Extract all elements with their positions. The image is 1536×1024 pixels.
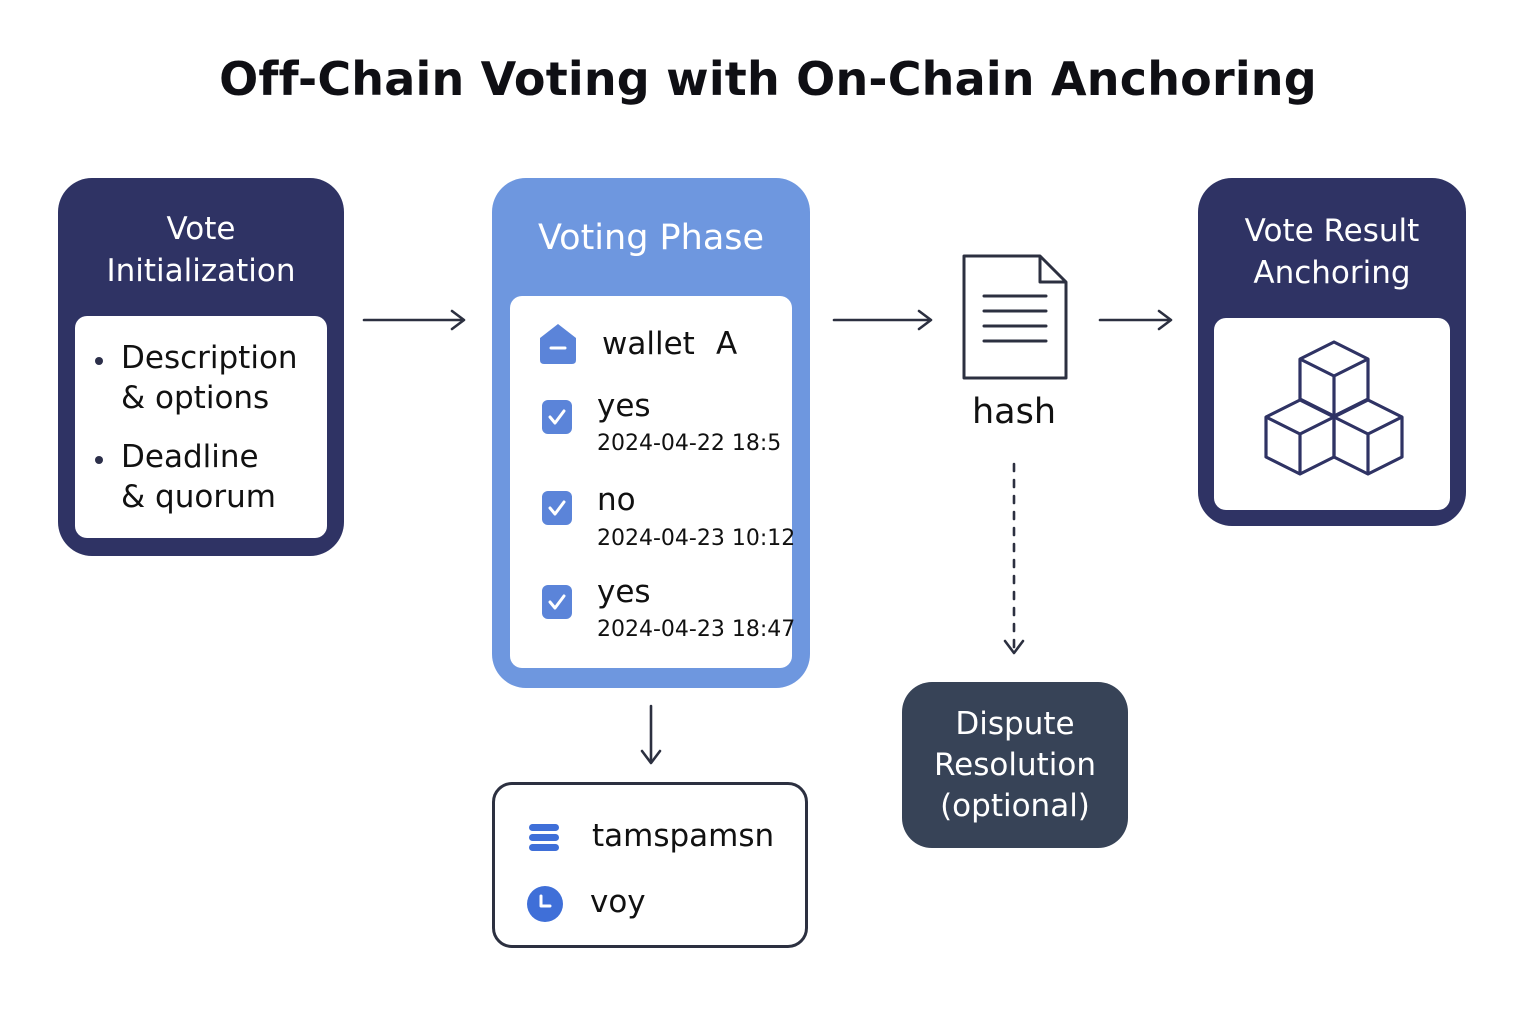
vote-choice: no [597, 482, 636, 518]
anchoring-panel [1214, 318, 1450, 510]
arrow-hash-to-anchor [1098, 309, 1173, 331]
dispute-resolution-box: Dispute Resolution (optional) [902, 682, 1128, 848]
voting-phase-heading: Voting Phase [537, 218, 765, 258]
arrow-init-to-voting [362, 309, 466, 331]
timestamp-storage-box: tamspamsn voy [492, 782, 808, 948]
bullet-icon [95, 456, 103, 464]
vote-timestamp: 2024-04-22 18:5 [597, 431, 782, 456]
dispute-line: (optional) [940, 788, 1090, 824]
checkbox-icon [542, 400, 572, 434]
bullet-icon [95, 357, 103, 365]
list-item-description-cont: & options [121, 380, 270, 416]
vote-timestamp: 2024-04-23 18:47 [597, 617, 796, 642]
diagram-title: Off-Chain Voting with On-Chain Anchoring [219, 52, 1317, 106]
vote-result-anchoring-heading: Vote Result Anchoring [1244, 213, 1420, 291]
vote-choice: yes [597, 388, 651, 424]
vote-initialization-heading: Vote Initialization [106, 211, 296, 289]
blocks-icon [1264, 340, 1404, 476]
arrow-voting-to-storage [640, 704, 662, 765]
wallet-label: wallet [602, 326, 695, 362]
list-item-deadline: Deadline [121, 439, 259, 475]
list-item-description: Description [121, 340, 298, 376]
dispute-line: Dispute [955, 706, 1075, 742]
vote-initialization-list: Description & options Deadline & quorum [75, 316, 327, 538]
hash-label: hash [971, 392, 1057, 432]
voting-phase-box: Voting Phase wallet A yes 2024-04-22 18:… [492, 178, 810, 688]
vote-timestamp: 2024-04-23 10:12 [597, 526, 796, 551]
storage-item-label: voy [590, 884, 646, 920]
arrow-voting-to-hash [832, 309, 933, 331]
vote-result-anchoring-box: Vote Result Anchoring [1198, 178, 1466, 526]
arrow-hash-to-dispute [1003, 462, 1025, 655]
wallet-icon [540, 324, 576, 364]
vote-choice: yes [597, 574, 651, 610]
checkbox-icon [542, 585, 572, 619]
wallet-id: A [716, 326, 738, 362]
voting-phase-panel: wallet A yes 2024-04-22 18:5 no 2024-04-… [510, 296, 796, 668]
dispute-line: Resolution [934, 747, 1096, 783]
vote-initialization-box: Vote Initialization Description & option… [58, 178, 344, 556]
document-icon [962, 254, 1068, 380]
database-icon [529, 824, 559, 851]
storage-item-label: tamspamsn [592, 818, 775, 854]
checkbox-icon [542, 491, 572, 525]
list-item-deadline-cont: & quorum [121, 479, 276, 515]
clock-icon [527, 886, 563, 922]
